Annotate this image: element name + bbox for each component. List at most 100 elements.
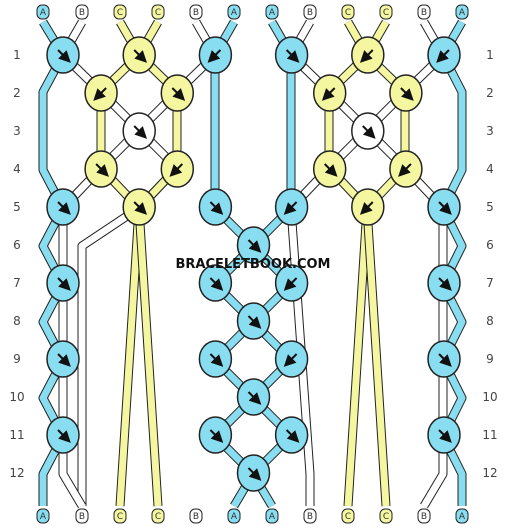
thread-tag-shape	[227, 508, 241, 524]
arrow-down-right-icon	[323, 163, 338, 177]
arrow-down-left-icon	[283, 201, 298, 215]
knot	[122, 188, 156, 226]
bottom-thread-tag: C	[379, 508, 393, 524]
thread-tag-label: A	[231, 512, 238, 522]
row-label-left: 8	[13, 314, 21, 328]
arrow-down-right-icon	[133, 125, 148, 139]
thread-tag-shape	[151, 4, 165, 20]
thread-tag-label: A	[459, 8, 466, 18]
thread-tag-label: A	[269, 512, 276, 522]
thread-tag-shape	[75, 4, 89, 20]
row-label-left: 3	[13, 124, 21, 138]
knot	[389, 74, 423, 112]
knot	[351, 36, 385, 74]
arrow-down-right-icon	[57, 277, 71, 291]
knot	[274, 416, 309, 454]
thread-tag-label: A	[40, 8, 47, 18]
arrow-down-right-icon	[438, 277, 452, 291]
thread-tag-shape	[113, 508, 127, 524]
arrow-down-left-icon	[398, 163, 412, 177]
thread-tag-label: C	[155, 512, 161, 522]
thread-tag-label: C	[117, 512, 123, 522]
thread-tag-shape	[265, 4, 279, 20]
knot	[236, 226, 271, 264]
thread-tag-shape	[455, 508, 469, 524]
top-thread-tag: C	[151, 4, 165, 20]
bottom-thread-tag: C	[151, 508, 165, 524]
thread-tag-label: A	[459, 512, 466, 522]
thread-tag-shape	[151, 508, 165, 524]
thread-tag-shape	[303, 508, 317, 524]
thread-tag-shape	[75, 508, 89, 524]
knot	[46, 188, 80, 226]
thread-tag-label: B	[193, 8, 199, 18]
row-label-right: 5	[486, 200, 494, 214]
row-label-left: 5	[13, 200, 21, 214]
thread-tag-label: A	[231, 8, 238, 18]
knot	[46, 264, 80, 302]
arrow-down-right-icon	[57, 429, 71, 443]
thread-tag-label: B	[307, 512, 313, 522]
thread-tag-label: B	[421, 512, 427, 522]
thread-tag-label: A	[269, 8, 276, 18]
arrow-down-right-icon	[438, 429, 452, 443]
row-label-left: 7	[13, 276, 21, 290]
knot	[84, 150, 118, 188]
knot	[198, 188, 233, 226]
knot	[427, 36, 461, 74]
knot	[427, 264, 461, 302]
thread-tag-shape	[417, 508, 431, 524]
knot	[351, 188, 385, 226]
thread-tag-shape	[189, 508, 203, 524]
top-thread-tag: A	[36, 4, 50, 20]
knot	[198, 264, 233, 302]
arrow-down-left-icon	[169, 163, 184, 177]
thread-tag-shape	[36, 4, 50, 20]
arrow-down-left-icon	[321, 87, 336, 101]
top-thread-tag: C	[113, 4, 127, 20]
knot	[122, 36, 156, 74]
knot-layer	[46, 36, 461, 492]
arrow-down-left-icon	[436, 49, 450, 63]
thread-tag-label: B	[307, 8, 313, 18]
thread-white-1	[59, 20, 181, 506]
knot	[198, 416, 233, 454]
arrow-down-right-icon	[209, 201, 224, 215]
knot	[274, 188, 309, 226]
row-label-left: 9	[13, 352, 21, 366]
knot	[312, 150, 347, 188]
row-label-left: 12	[9, 466, 24, 480]
knot	[160, 74, 195, 112]
row-label-right: 3	[486, 124, 494, 138]
bottom-thread-tag: B	[417, 508, 431, 524]
thread-tag-label: B	[79, 8, 85, 18]
knot	[312, 74, 347, 112]
top-thread-tag: B	[303, 4, 317, 20]
thread-tag-shape	[189, 4, 203, 20]
thread-tag-shape	[227, 4, 241, 20]
thread-tag-label: B	[79, 512, 85, 522]
bottom-thread-tag: B	[303, 508, 317, 524]
thread-tag-shape	[36, 508, 50, 524]
thread-tag-shape	[379, 508, 393, 524]
bottom-thread-tag: A	[265, 508, 279, 524]
thread-tag-label: A	[40, 512, 47, 522]
row-label-left: 2	[13, 86, 21, 100]
knot	[274, 340, 309, 378]
thread-tag-label: C	[383, 8, 389, 18]
arrow-down-right-icon	[247, 315, 262, 329]
arrow-down-left-icon	[283, 277, 298, 291]
row-label-left: 6	[13, 238, 21, 252]
top-thread-tag: B	[417, 4, 431, 20]
row-label-right: 8	[486, 314, 494, 328]
knot	[427, 188, 461, 226]
arrow-down-right-icon	[400, 87, 414, 101]
knot	[46, 340, 80, 378]
knot	[389, 150, 423, 188]
knot	[46, 416, 80, 454]
row-label-right: 7	[486, 276, 494, 290]
row-label-right: 2	[486, 86, 494, 100]
arrow-down-right-icon	[209, 353, 224, 367]
